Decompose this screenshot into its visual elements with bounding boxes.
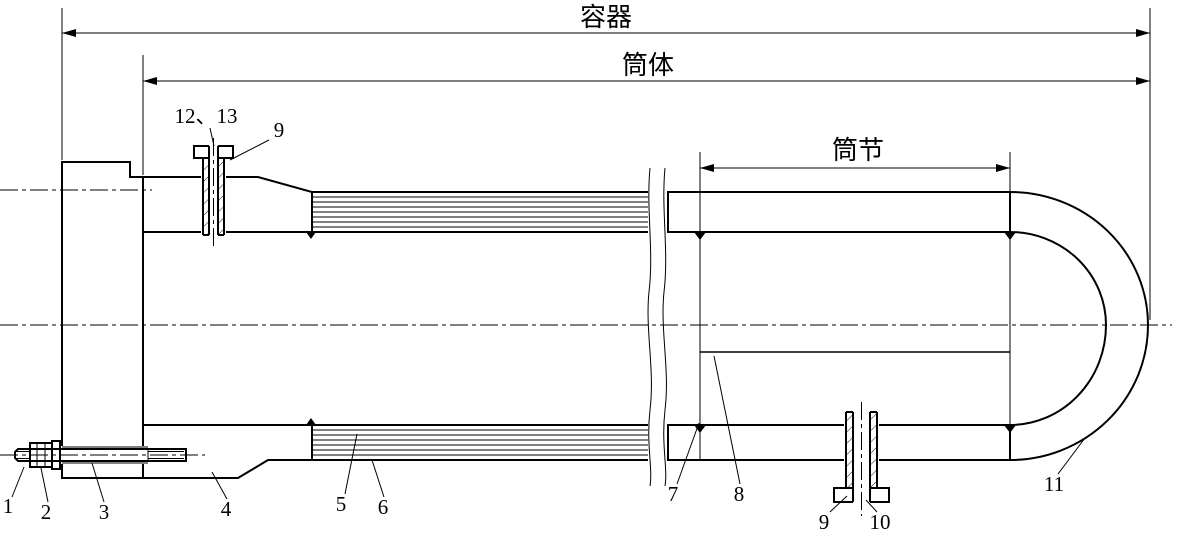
dimension-label-shell-course: 筒节 — [832, 136, 884, 165]
break-lines — [647, 167, 667, 487]
callout-3: 3 — [99, 500, 110, 524]
stud-bolt-assembly — [0, 440, 205, 470]
dimension-shell-course: 筒节 — [699, 136, 1011, 192]
callout-11: 11 — [1044, 472, 1064, 496]
part-callouts: 1 2 3 4 5 6 7 8 9 10 11 9 12、13 — [3, 104, 1064, 534]
callout-9-top: 9 — [274, 118, 285, 142]
multilayer-shell-bottom — [312, 424, 648, 461]
callout-12-13: 12、13 — [175, 104, 238, 128]
callout-1: 1 — [3, 494, 14, 518]
dimension-label-cylinder: 筒体 — [622, 51, 674, 80]
callout-7: 7 — [668, 482, 679, 506]
callout-4: 4 — [221, 497, 232, 521]
top-nozzle — [193, 138, 234, 248]
callout-leaders — [11, 127, 1086, 513]
break-line-left — [647, 167, 652, 487]
multilayer-shell-top — [312, 191, 648, 233]
dimension-label-vessel: 容器 — [580, 3, 632, 32]
bottom-nozzle — [833, 402, 890, 516]
callout-10: 10 — [870, 510, 891, 534]
callout-6: 6 — [378, 495, 389, 519]
weld-seams — [306, 152, 1016, 460]
centerlines — [0, 189, 1172, 326]
callout-2: 2 — [41, 500, 52, 524]
head — [1009, 190, 1150, 462]
break-line-right — [662, 167, 667, 487]
callout-9-bottom: 9 — [819, 510, 830, 534]
callout-5: 5 — [336, 492, 347, 516]
dimension-cylinder: 筒体 — [142, 51, 1150, 175]
head-section — [1009, 190, 1150, 462]
callout-8: 8 — [734, 482, 745, 506]
dimension-vessel: 容器 — [61, 3, 1151, 320]
